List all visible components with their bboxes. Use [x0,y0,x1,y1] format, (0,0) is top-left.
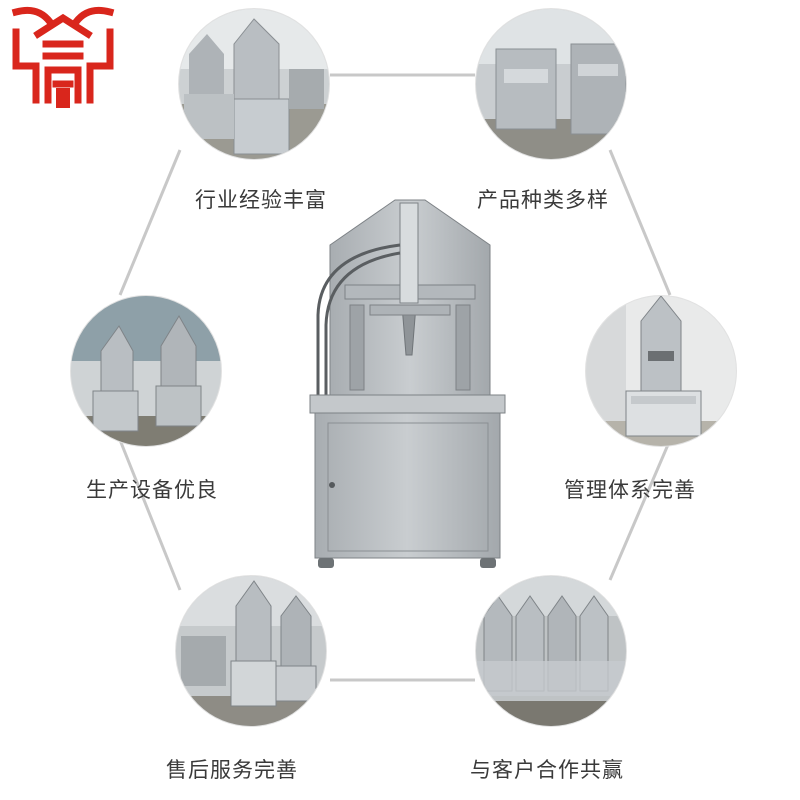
brand-logo-icon [11,6,115,108]
feature-label-management: 管理体系完善 [564,478,696,502]
feature-label-variety: 产品种类多样 [477,188,609,212]
feature-label-partnership: 与客户合作共赢 [470,758,624,782]
feature-photo-partnership [475,575,627,727]
feature-photo-management [585,295,737,447]
feature-label-after-sales: 售后服务完善 [166,758,298,782]
feature-photo-after-sales [175,575,327,727]
feature-label-experience: 行业经验丰富 [195,188,327,212]
stainless-steel-press-machine [309,199,506,568]
feature-photo-experience [178,8,330,160]
feature-label-equipment: 生产设备优良 [86,478,218,502]
feature-photo-variety [475,8,627,160]
feature-photo-equipment [70,295,222,447]
